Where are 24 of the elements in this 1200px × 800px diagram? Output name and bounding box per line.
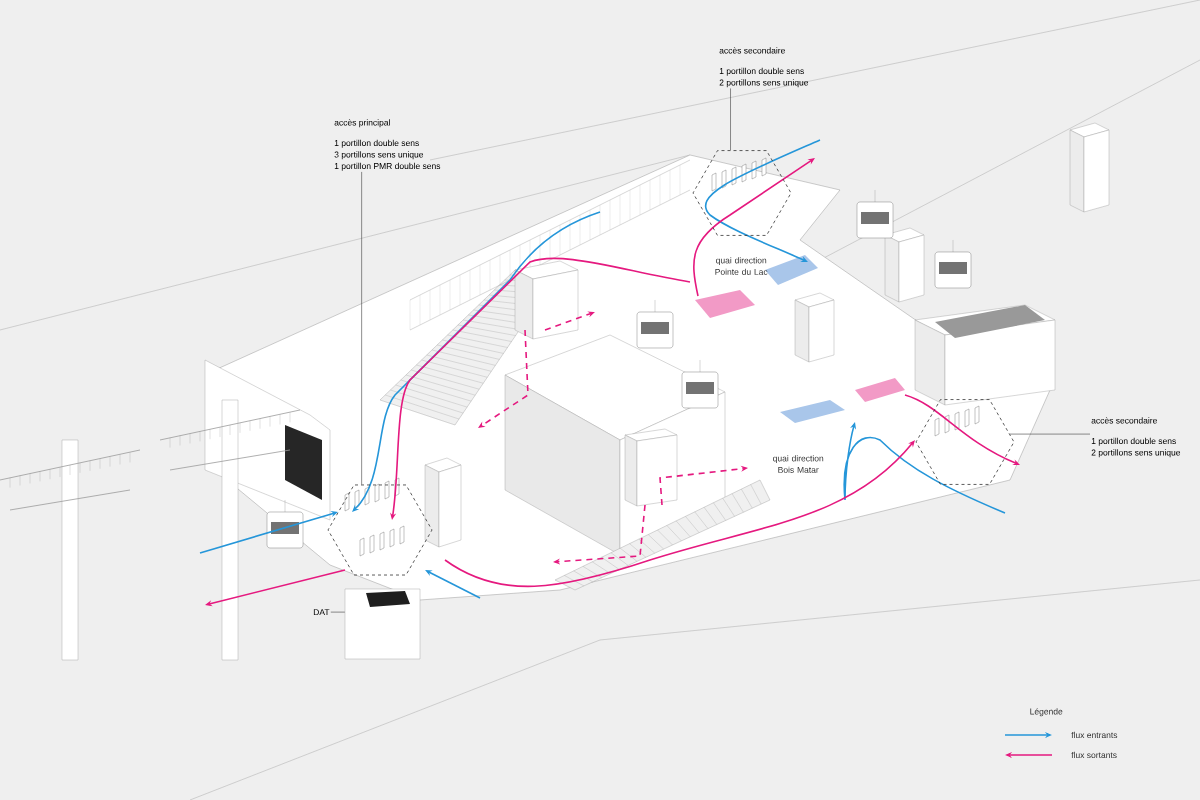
leader-line: [1009, 433, 1091, 435]
leader-line: [330, 611, 346, 613]
callout-heading: accès principal: [334, 119, 390, 128]
quai-label: quai direction Pointe du Lac: [715, 257, 768, 275]
callout-text: DAT: [313, 609, 330, 616]
legend-text: flux sortants: [1071, 751, 1117, 759]
legend-title: Légende: [1030, 708, 1063, 717]
dashed-outline: [692, 150, 792, 236]
quai-label: quai direction Bois Matar: [773, 455, 824, 473]
legend-text: flux entrants: [1071, 731, 1118, 739]
dashed-outline: [327, 484, 433, 576]
callout-heading: accès secondaire: [1091, 417, 1157, 424]
leader-line: [361, 171, 362, 485]
callout-text: 3 portillons sens unique: [334, 151, 424, 160]
callout-heading: accès secondaire: [719, 47, 785, 54]
shaft: [344, 588, 421, 660]
callout-text: 1 portillon double sens: [719, 67, 804, 76]
callout-text: 1 portillon PMR double sens: [334, 162, 441, 171]
callout-text: 1 portillon double sens: [334, 139, 419, 148]
callout-text: 2 portillons sens unique: [719, 79, 809, 88]
callout-text: 1 portillon double sens: [1091, 437, 1176, 446]
leader-line: [730, 88, 731, 151]
dashed-outline: [915, 399, 1015, 485]
callout-text: 2 portillons sens unique: [1091, 449, 1181, 458]
